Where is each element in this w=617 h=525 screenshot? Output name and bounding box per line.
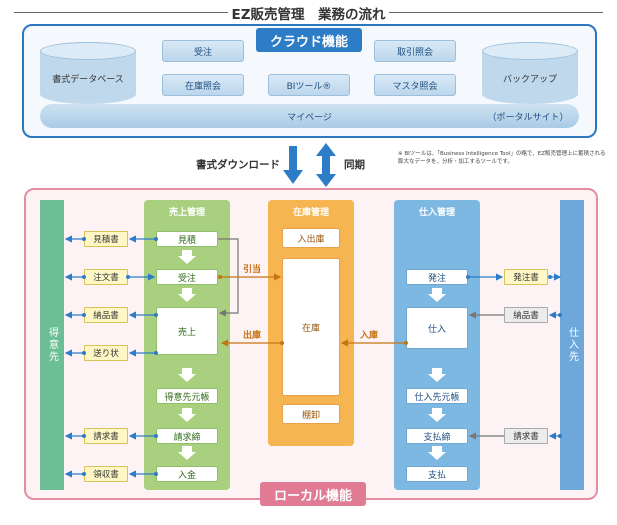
purchase-header: 仕入管理 bbox=[418, 207, 455, 218]
portal-label: （ポータルサイト） bbox=[487, 112, 569, 123]
download-arrow-icon bbox=[283, 146, 303, 184]
inventory-header: 在庫管理 bbox=[292, 207, 329, 218]
flow-label-shipment: 出庫 bbox=[243, 331, 262, 341]
doc-supplier-delivery-note[interactable]: 納品書 bbox=[504, 307, 548, 323]
doc-shipping-label[interactable]: 送り状 bbox=[84, 345, 128, 361]
cloud-master-inquiry-button[interactable]: マスタ照会 bbox=[374, 74, 456, 96]
inventory-in-out-button[interactable]: 入出庫 bbox=[282, 228, 340, 248]
doc-supplier-invoice[interactable]: 請求書 bbox=[504, 428, 548, 444]
backup-cylinder[interactable]: バックアップ bbox=[482, 42, 578, 104]
purchase-down-arrow-icon bbox=[428, 368, 446, 382]
sales-down-arrow-icon bbox=[178, 446, 196, 460]
format-database-cylinder[interactable]: 書式データベース bbox=[40, 42, 136, 104]
sales-order-button[interactable]: 受注 bbox=[156, 269, 218, 285]
doc-purchase-order[interactable]: 発注書 bbox=[504, 269, 548, 285]
sales-customer-ledger-button[interactable]: 得意先元帳 bbox=[156, 388, 218, 404]
sales-header: 売上管理 bbox=[168, 207, 205, 218]
doc-delivery-note[interactable]: 納品書 bbox=[84, 307, 128, 323]
backup-label: バックアップ bbox=[502, 74, 557, 85]
inventory-stock-button[interactable]: 在庫 bbox=[282, 258, 340, 396]
sales-down-arrow-icon bbox=[178, 250, 196, 264]
purchase-purchase-button[interactable]: 仕入 bbox=[406, 307, 468, 349]
cloud-transaction-inquiry-button[interactable]: 取引照会 bbox=[374, 40, 456, 62]
customer-bar[interactable]: 得意先 bbox=[40, 200, 64, 490]
cloud-stock-inquiry-button[interactable]: 在庫照会 bbox=[162, 74, 244, 96]
title-background bbox=[228, 2, 389, 22]
purchase-down-arrow-icon bbox=[428, 408, 446, 422]
purchase-supplier-ledger-button[interactable]: 仕入先元帳 bbox=[406, 388, 468, 404]
mypage-bar[interactable]: マイページ （ポータルサイト） bbox=[40, 104, 579, 128]
purchase-down-arrow-icon bbox=[428, 446, 446, 460]
sync-arrow-icon bbox=[316, 143, 336, 187]
mypage-label: マイページ bbox=[287, 112, 332, 123]
bi-tool-note: ※ BIツールは、「Business Intelligence Tool」の略で… bbox=[398, 151, 606, 165]
sync-label: 同期 bbox=[344, 159, 365, 171]
supplier-bar[interactable]: 仕入先 bbox=[560, 200, 584, 490]
page-title: EZ販売管理 業務の流れ bbox=[231, 7, 386, 23]
sales-estimate-button[interactable]: 見積 bbox=[156, 231, 218, 247]
local-label: ローカル機能 bbox=[260, 482, 366, 506]
format-database-label: 書式データベース bbox=[52, 74, 124, 85]
sales-sales-button[interactable]: 売上 bbox=[156, 307, 218, 355]
sales-down-arrow-icon bbox=[178, 288, 196, 302]
purchase-order-button[interactable]: 発注 bbox=[406, 269, 468, 285]
sales-down-arrow-icon bbox=[178, 368, 196, 382]
cloud-label: クラウド機能 bbox=[256, 28, 362, 52]
flow-label-receiving: 入庫 bbox=[360, 331, 379, 341]
purchase-down-arrow-icon bbox=[428, 288, 446, 302]
flow-label-allocate: 引当 bbox=[243, 265, 262, 275]
cloud-order-button[interactable]: 受注 bbox=[162, 40, 244, 62]
cloud-bi-tool-button[interactable]: BIツール® bbox=[268, 74, 350, 96]
purchase-payment-close-button[interactable]: 支払締 bbox=[406, 428, 468, 444]
format-download-label: 書式ダウンロード bbox=[196, 159, 280, 171]
purchase-payment-button[interactable]: 支払 bbox=[406, 466, 468, 482]
inventory-stocktaking-button[interactable]: 棚卸 bbox=[282, 404, 340, 424]
sales-down-arrow-icon bbox=[178, 408, 196, 422]
